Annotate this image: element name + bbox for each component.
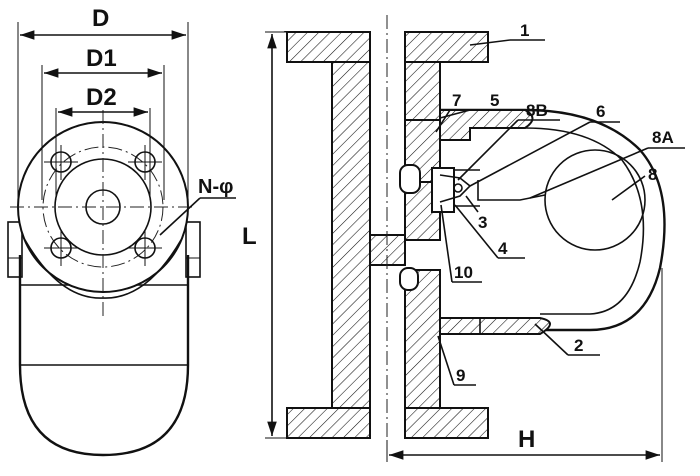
- part-10: 10: [454, 263, 473, 282]
- part-8: 8: [648, 165, 657, 184]
- float-ball: [544, 149, 646, 251]
- float-housing: [440, 108, 666, 332]
- dim-n-phi-label: N-φ: [198, 176, 233, 198]
- end-view-body: [18, 255, 190, 457]
- part-9: 9: [456, 366, 465, 385]
- part-6: 6: [596, 102, 605, 121]
- bottom-flange: [286, 407, 371, 439]
- part-1: 1: [520, 21, 529, 40]
- part-4: 4: [498, 239, 508, 258]
- dim-h-label: H: [518, 426, 535, 453]
- dim-d-label: D: [92, 5, 109, 32]
- part-3: 3: [478, 213, 487, 232]
- part-2: 2: [574, 336, 583, 355]
- part-8b: 8B: [526, 101, 548, 120]
- dim-d1-label: D1: [86, 45, 117, 72]
- dim-l-label: L: [242, 223, 257, 250]
- part-callouts: 1 5 7 8B 6 8A 8 3 4 10: [435, 21, 685, 386]
- part-7: 7: [452, 91, 461, 110]
- part-5: 5: [490, 91, 499, 110]
- section-view: L H 1 5 7 8B 6 8A 8: [242, 15, 685, 462]
- dim-d2-label: D2: [86, 84, 117, 111]
- end-view: D D1 D2 N-φ: [7, 5, 236, 457]
- part-8a: 8A: [652, 128, 674, 147]
